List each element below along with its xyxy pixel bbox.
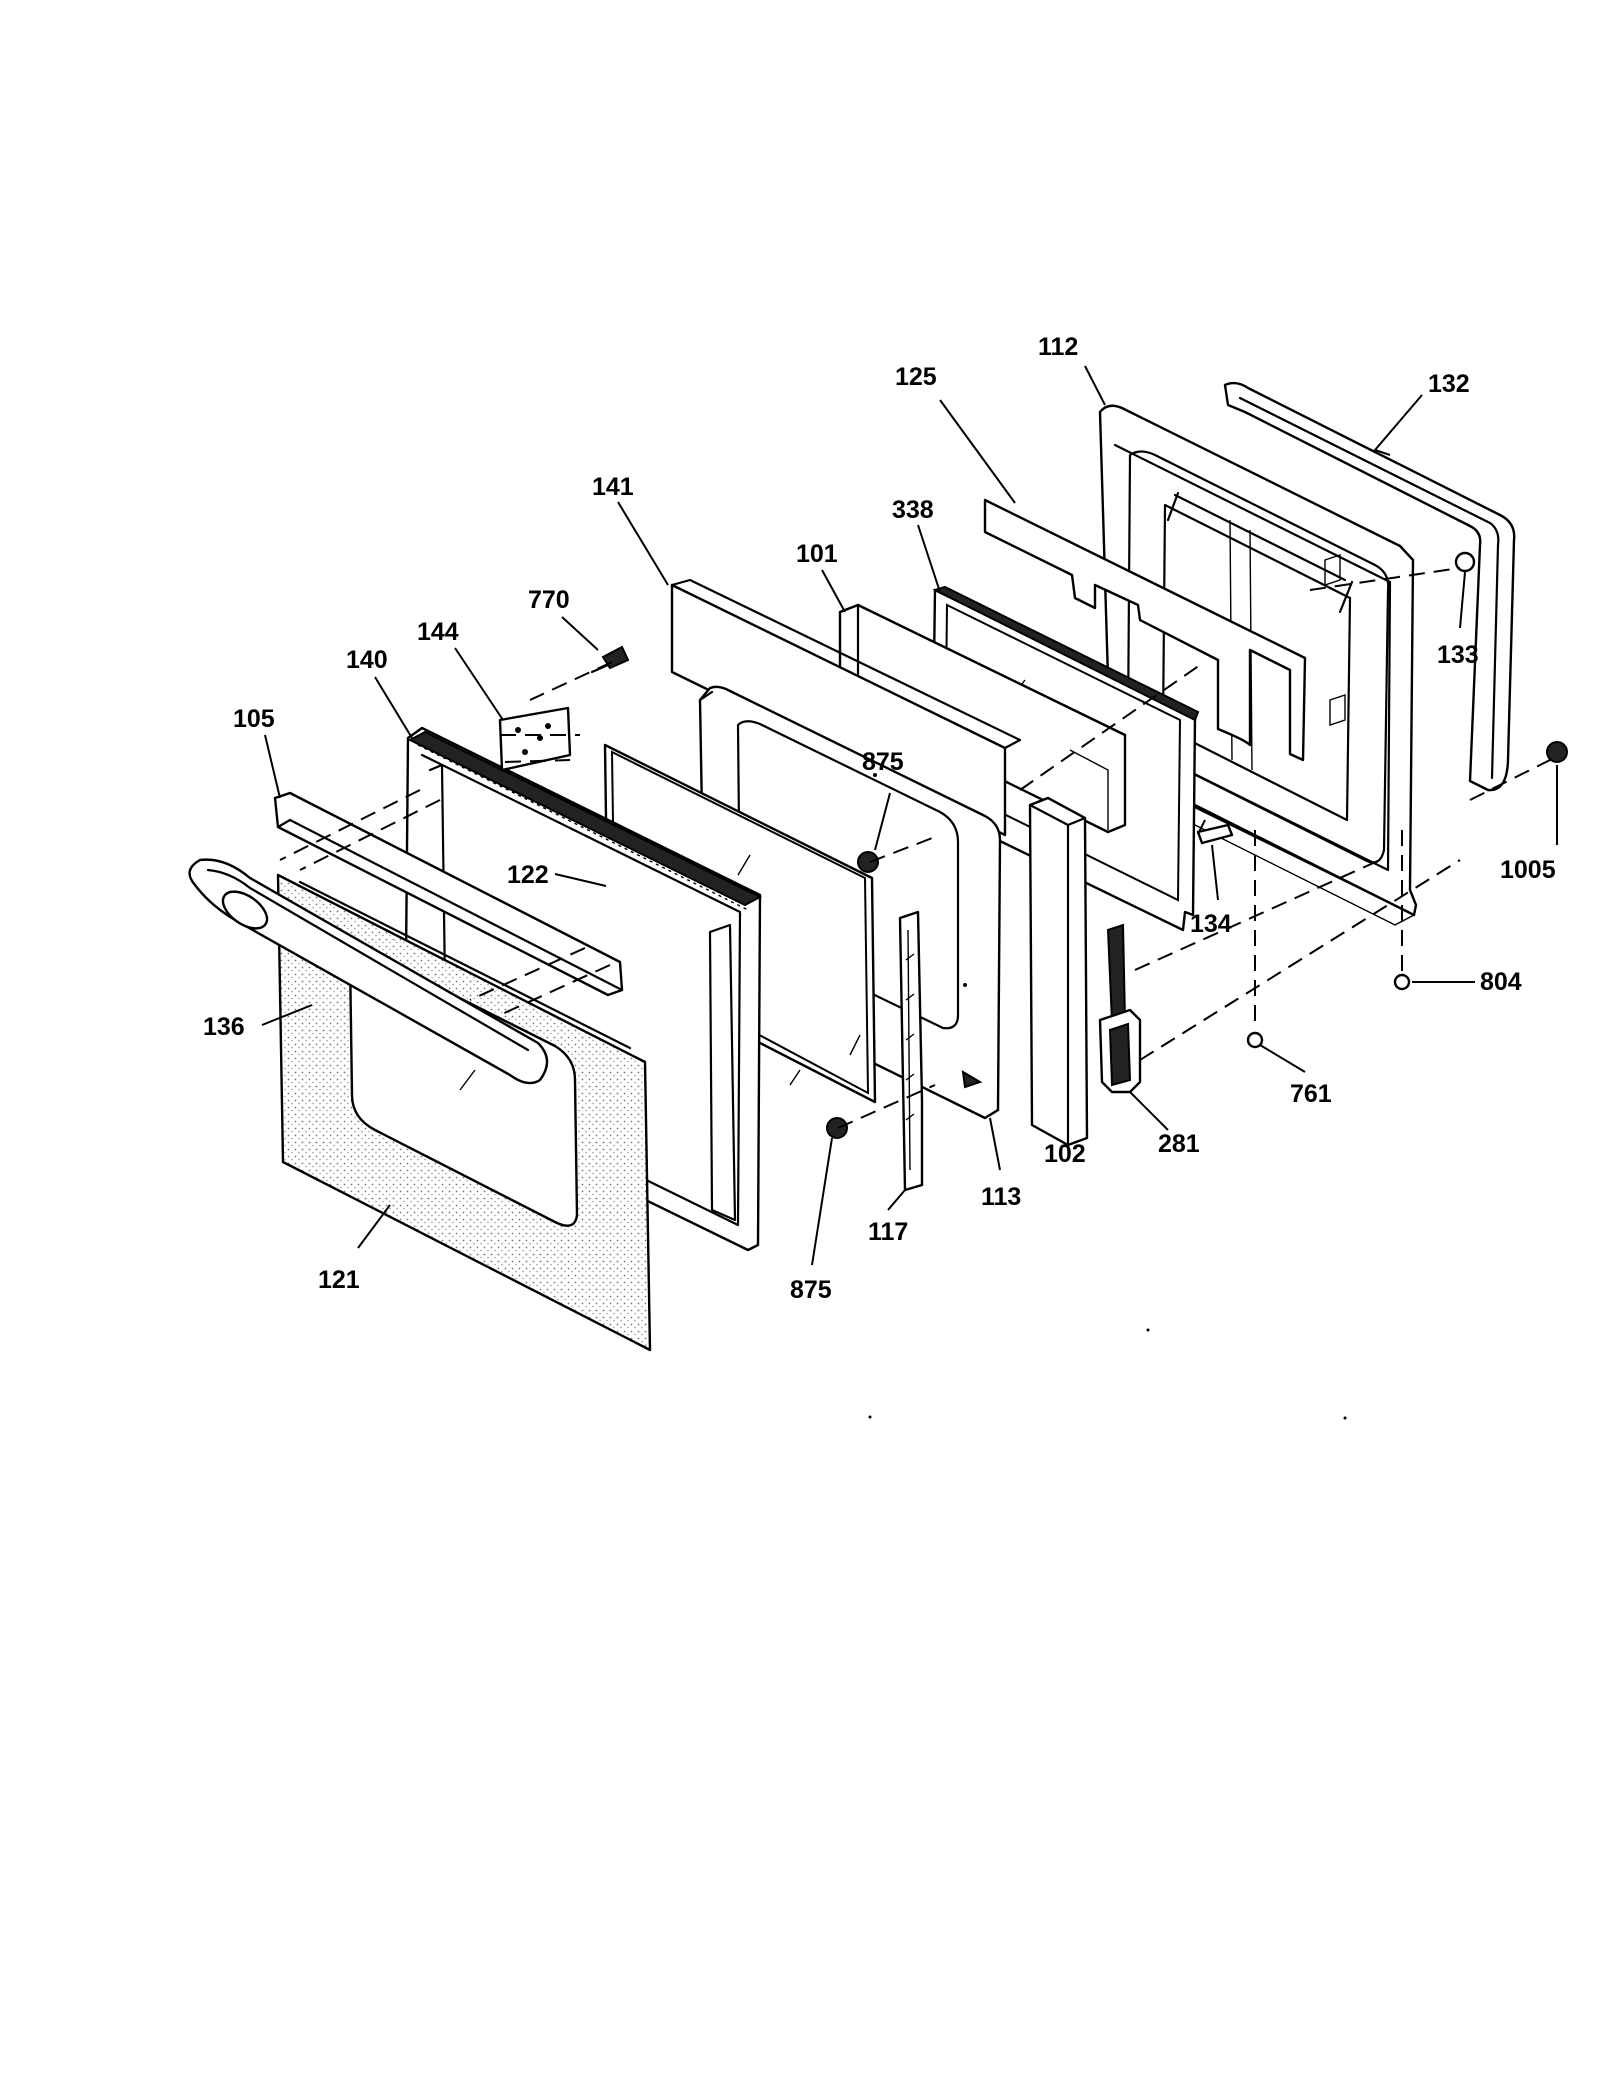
screw-875-upper xyxy=(857,851,879,873)
callout-875-lower: 875 xyxy=(790,1276,832,1304)
callout-125: 125 xyxy=(895,363,937,391)
door-gasket-132 xyxy=(1223,381,1516,792)
callout-105: 105 xyxy=(233,705,275,733)
callout-132: 132 xyxy=(1428,370,1470,398)
hinge-281 xyxy=(1098,923,1142,1094)
callout-141: 141 xyxy=(592,473,634,501)
callout-112: 112 xyxy=(1038,333,1078,361)
scan-dots xyxy=(868,1328,1347,1420)
bracket-144 xyxy=(498,706,572,772)
callout-875-upper: 875 xyxy=(862,748,904,776)
handle-136 xyxy=(188,858,549,1085)
trim-strip-105 xyxy=(273,791,624,997)
callout-140: 140 xyxy=(346,646,388,674)
callout-1005: 1005 xyxy=(1500,856,1556,884)
callout-122: 122 xyxy=(507,861,549,889)
callout-102: 102 xyxy=(1044,1140,1086,1168)
callout-338: 338 xyxy=(892,496,934,524)
clip-134 xyxy=(1196,823,1234,845)
insulation-strip-141 xyxy=(670,578,1022,837)
screw-875-lower xyxy=(826,1117,848,1139)
screw-761 xyxy=(1246,1031,1264,1049)
callout-804: 804 xyxy=(1480,968,1522,996)
callout-101: 101 xyxy=(796,540,838,568)
callout-133: 133 xyxy=(1437,641,1479,669)
leader-lines xyxy=(261,365,1558,1266)
callout-136: 136 xyxy=(203,1013,245,1041)
side-insulation-102 xyxy=(1028,796,1089,1147)
callout-281: 281 xyxy=(1158,1130,1200,1158)
screw-133 xyxy=(1454,551,1476,573)
callout-144: 144 xyxy=(417,618,459,646)
callout-113: 113 xyxy=(981,1183,1021,1211)
callout-761: 761 xyxy=(1290,1080,1332,1108)
screw-1005 xyxy=(1546,741,1568,763)
callout-134: 134 xyxy=(1190,910,1232,938)
callout-770: 770 xyxy=(528,586,570,614)
callout-121: 121 xyxy=(318,1266,360,1294)
callout-labels: 112 132 125 141 338 101 770 144 133 140 … xyxy=(203,333,1556,1304)
side-channel-117 xyxy=(898,910,924,1192)
alignment-lines xyxy=(279,567,1551,1129)
callout-117: 117 xyxy=(868,1218,908,1246)
screw-804 xyxy=(1393,973,1411,991)
insulation-125 xyxy=(983,498,1307,762)
